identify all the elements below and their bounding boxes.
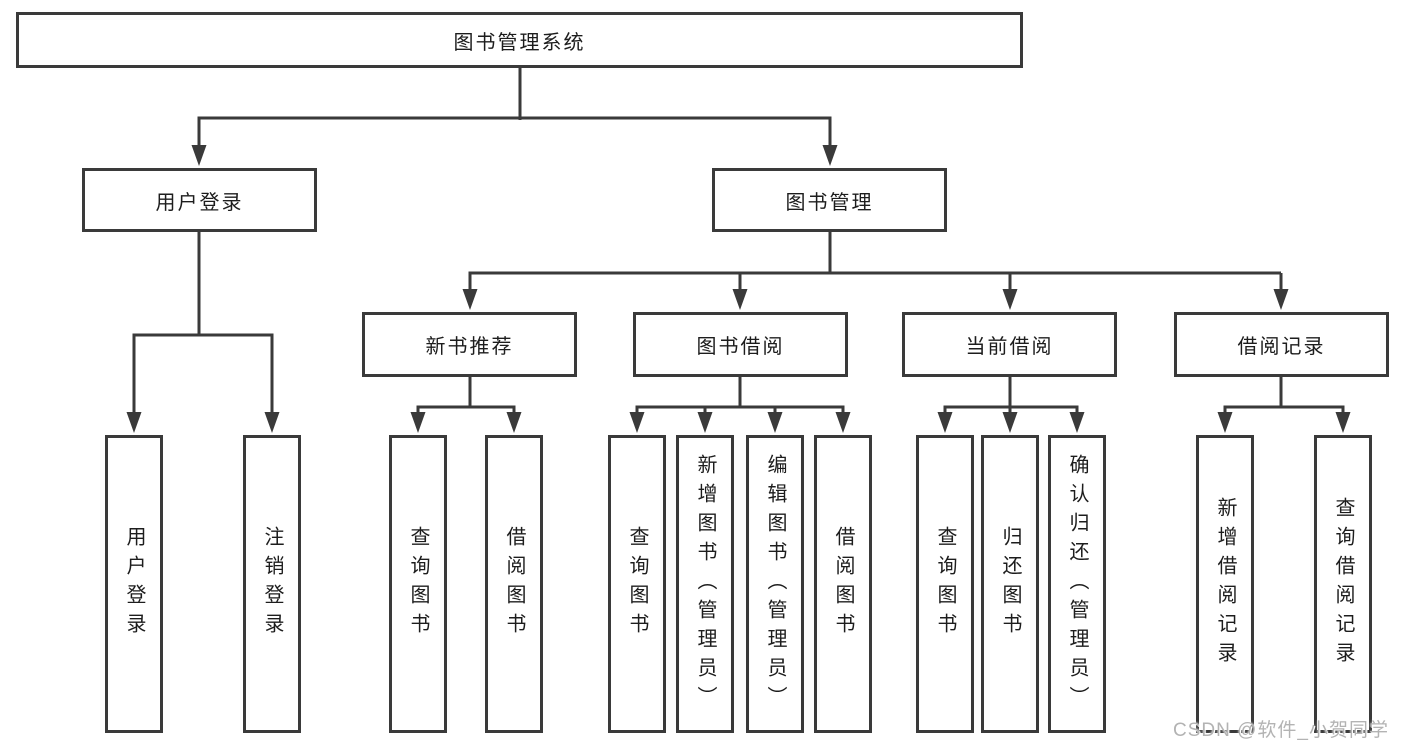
node-cb-query-books-label: 查询图书: [934, 526, 956, 642]
node-user-login-label: 用户登录: [155, 191, 244, 214]
node-cb-query-books: 查询图书: [916, 435, 974, 733]
node-bb-query-books-label: 查询图书: [626, 526, 648, 642]
node-ul-logout: 注销登录: [243, 435, 301, 733]
node-br-add-record-label: 新增借阅记录: [1214, 497, 1236, 671]
node-ul-logout-label: 注销登录: [261, 526, 283, 642]
node-cb-confirm-return-label: 确认归还（管理员）: [1066, 453, 1088, 715]
node-cb-confirm-return: 确认归还（管理员）: [1048, 435, 1106, 733]
node-new-book-recommend: 新书推荐: [362, 312, 577, 377]
node-bb-borrow-books: 借阅图书: [814, 435, 872, 733]
node-bb-edit-books-label: 编辑图书（管理员）: [764, 453, 786, 715]
node-book-borrow: 图书借阅: [633, 312, 848, 377]
node-bb-query-books: 查询图书: [608, 435, 666, 733]
node-current-borrow: 当前借阅: [902, 312, 1117, 377]
node-bb-add-books-label: 新增图书（管理员）: [694, 453, 716, 715]
node-user-login: 用户登录: [82, 168, 317, 232]
node-ul-user-login-label: 用户登录: [123, 526, 145, 642]
node-new-book-recommend-label: 新书推荐: [425, 336, 514, 358]
node-nb-borrow-books-label: 借阅图书: [503, 526, 525, 642]
node-root: 图书管理系统: [16, 12, 1023, 68]
node-cb-return-books-label: 归还图书: [999, 526, 1021, 642]
node-nb-borrow-books: 借阅图书: [485, 435, 543, 733]
node-book-borrow-label: 图书借阅: [696, 336, 785, 358]
node-bb-edit-books: 编辑图书（管理员）: [746, 435, 804, 733]
node-nb-query-books-label: 查询图书: [407, 526, 429, 642]
node-book-management: 图书管理: [712, 168, 947, 232]
node-bb-add-books: 新增图书（管理员）: [676, 435, 734, 733]
node-bb-borrow-books-label: 借阅图书: [832, 526, 854, 642]
node-borrow-records: 借阅记录: [1174, 312, 1389, 377]
node-current-borrow-label: 当前借阅: [965, 336, 1054, 358]
node-borrow-records-label: 借阅记录: [1237, 336, 1326, 358]
node-nb-query-books: 查询图书: [389, 435, 447, 733]
node-book-management-label: 图书管理: [785, 191, 874, 214]
node-ul-user-login: 用户登录: [105, 435, 163, 733]
watermark: CSDN @软件_小贺同学: [1173, 720, 1389, 741]
node-br-query-record-label: 查询借阅记录: [1332, 497, 1354, 671]
node-cb-return-books: 归还图书: [981, 435, 1039, 733]
node-root-label: 图书管理系统: [453, 31, 586, 54]
node-br-add-record: 新增借阅记录: [1196, 435, 1254, 733]
node-br-query-record: 查询借阅记录: [1314, 435, 1372, 733]
